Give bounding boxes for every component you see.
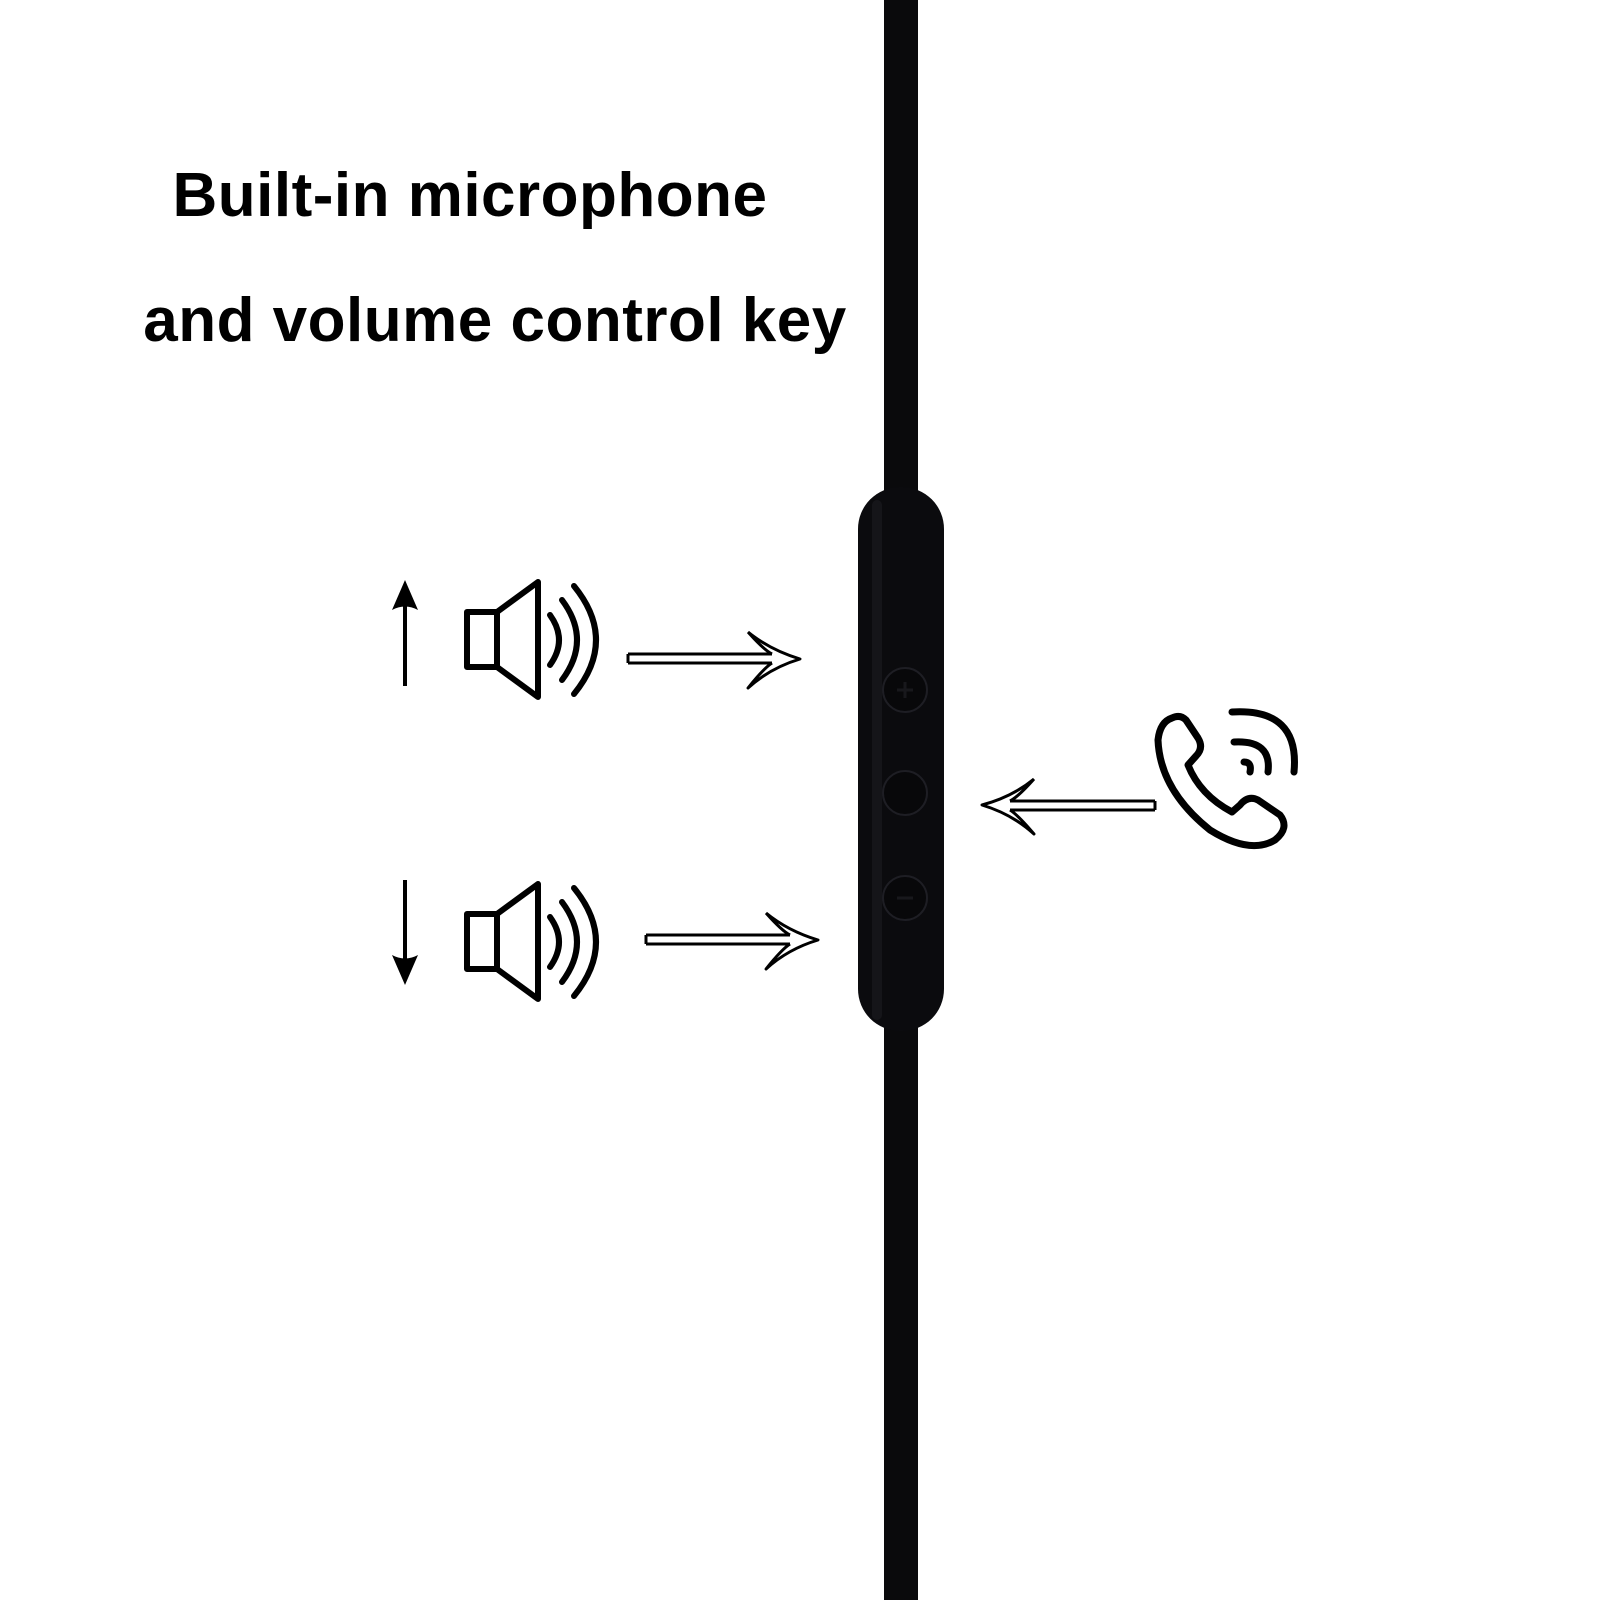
up-arrow-icon — [392, 580, 418, 686]
inline-remote — [858, 487, 944, 1031]
hollow-arrow-right-icon — [626, 630, 802, 690]
down-arrow-icon — [392, 880, 418, 985]
hollow-arrow-right-icon — [644, 911, 820, 971]
hollow-arrow-left-icon — [980, 777, 1157, 836]
speaker-icon — [464, 579, 599, 700]
heading-line-2: and volume control key — [143, 286, 847, 355]
volume-up-key — [882, 667, 928, 713]
call-key — [882, 770, 928, 816]
phone-call-icon — [1154, 708, 1298, 850]
volume-down-key — [882, 875, 928, 921]
heading-line-1: Built-in microphone — [172, 161, 768, 230]
speaker-icon — [464, 881, 599, 1002]
